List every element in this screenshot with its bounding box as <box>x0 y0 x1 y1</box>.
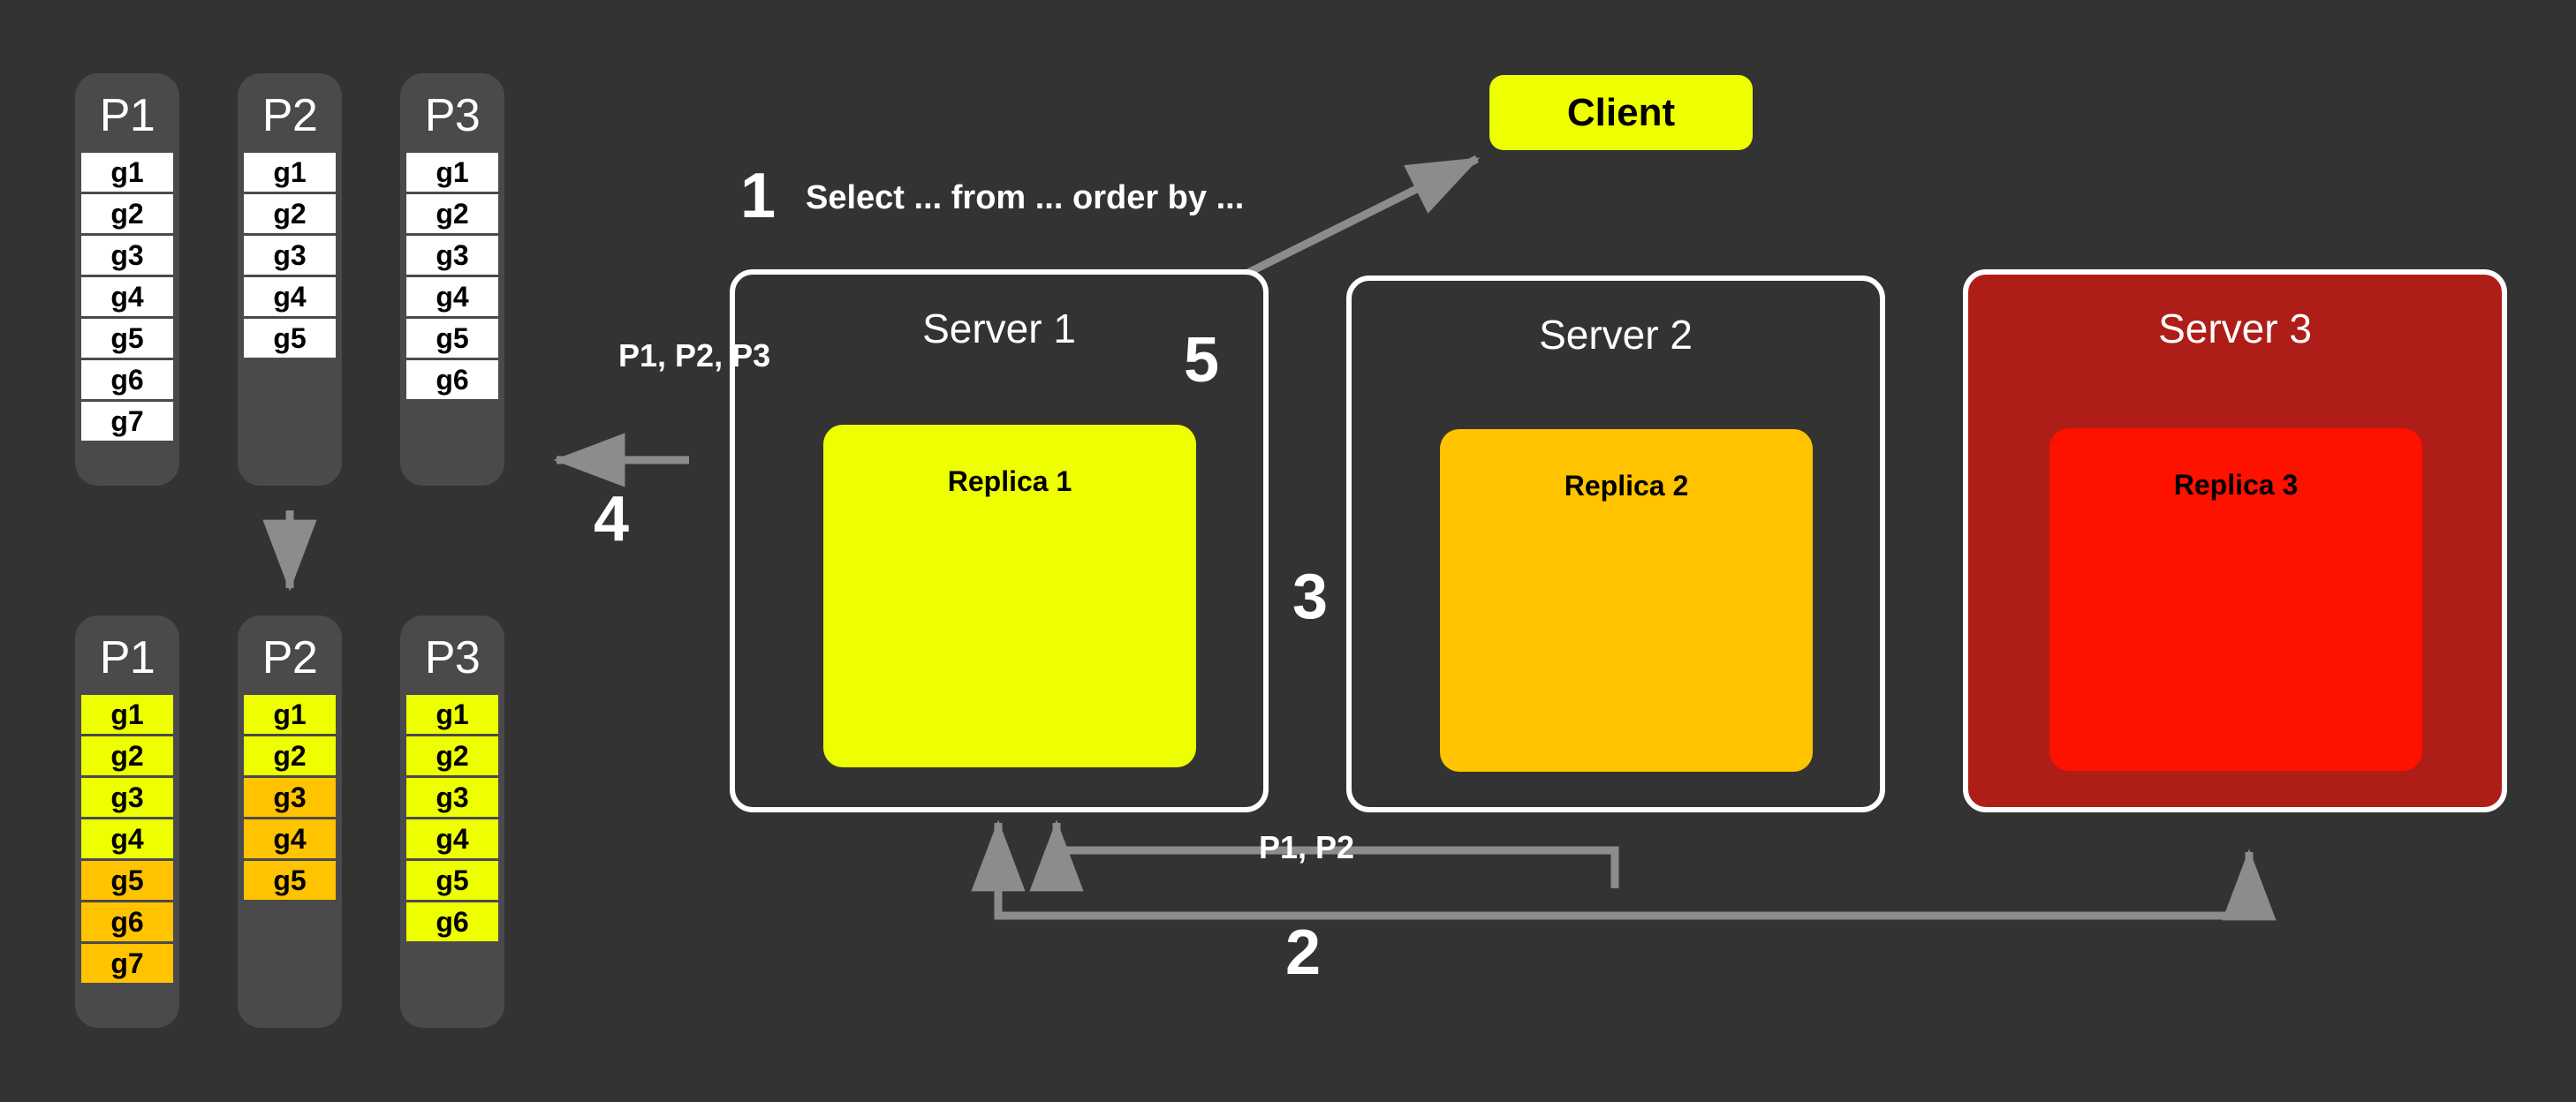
tile-stack: g1 g2 g3 g4 g5 g6 <box>406 153 498 399</box>
tile-stack: g1 g2 g3 g4 g5 <box>244 695 336 900</box>
tile: g2 <box>406 736 498 775</box>
server-title: Server 1 <box>922 306 1076 351</box>
tile: g5 <box>244 319 336 358</box>
tile: g6 <box>81 902 173 941</box>
tile: g1 <box>244 153 336 192</box>
tile-stack: g1 g2 g3 g4 g5 <box>244 153 336 358</box>
partition-column-top-p2: P2 g1 g2 g3 g4 g5 <box>238 73 342 486</box>
query-label: Select ... from ... order by ... <box>806 179 1245 216</box>
tile: g1 <box>81 695 173 734</box>
server-box-3[interactable]: Server 3 Replica 3 <box>1963 269 2507 812</box>
all-partitions-label: P1, P2, P3 <box>618 337 771 374</box>
tile: g2 <box>81 736 173 775</box>
tile: g4 <box>244 277 336 316</box>
tile: g3 <box>244 778 336 817</box>
arrow-server3-to-server1 <box>971 819 2254 920</box>
tile: g2 <box>244 194 336 233</box>
step-number-2: 2 <box>1285 917 1322 988</box>
tile: g1 <box>406 695 498 734</box>
partition-column-bottom-p3: P3 g1 g2 g3 g4 g5 g6 <box>400 615 504 1028</box>
tile: g2 <box>406 194 498 233</box>
partition-title: P3 <box>424 632 481 683</box>
partition-title: P3 <box>424 90 481 141</box>
replica-box-3[interactable]: Replica 3 <box>2049 428 2422 771</box>
tile: g4 <box>81 819 173 858</box>
replica-box-1[interactable]: Replica 1 <box>823 425 1196 767</box>
step-number-5: 5 <box>1184 325 1220 396</box>
tile: g5 <box>244 861 336 900</box>
tile-stack: g1 g2 g3 g4 g5 g6 g7 <box>81 695 173 983</box>
replica-label: Replica 1 <box>947 465 1072 497</box>
tile: g4 <box>406 819 498 858</box>
tile: g2 <box>244 736 336 775</box>
client-label: Client <box>1566 90 1676 134</box>
partition-title: P1 <box>99 90 155 141</box>
client-box[interactable]: Client <box>1489 75 1753 150</box>
server-title: Server 2 <box>1539 312 1693 358</box>
replica-label: Replica 2 <box>1564 470 1689 502</box>
tile: g4 <box>81 277 173 316</box>
partition-title: P2 <box>261 632 318 683</box>
remote-partitions-label: P1, P2 <box>1259 829 1355 865</box>
tile: g1 <box>244 695 336 734</box>
server-box-2[interactable]: Server 2 Replica 2 <box>1346 276 1885 812</box>
partition-title: P2 <box>261 90 318 141</box>
server-title: Server 3 <box>2158 306 2312 351</box>
tile: g6 <box>406 360 498 399</box>
step-number-3: 3 <box>1292 562 1329 632</box>
partition-column-top-p3: P3 g1 g2 g3 g4 g5 g6 <box>400 73 504 486</box>
tile: g1 <box>81 153 173 192</box>
tile-stack: g1 g2 g3 g4 g5 g6 g7 <box>81 153 173 441</box>
tile-stack: g1 g2 g3 g4 g5 g6 <box>406 695 498 941</box>
tile: g5 <box>406 319 498 358</box>
tile: g4 <box>406 277 498 316</box>
tile: g2 <box>81 194 173 233</box>
tile: g3 <box>81 778 173 817</box>
tile: g1 <box>406 153 498 192</box>
tile: g3 <box>81 236 173 275</box>
tile: g6 <box>81 360 173 399</box>
tile: g5 <box>81 319 173 358</box>
step-number-4: 4 <box>594 484 630 555</box>
tile: g6 <box>406 902 498 941</box>
tile: g3 <box>406 778 498 817</box>
tile: g3 <box>244 236 336 275</box>
tile: g7 <box>81 402 173 441</box>
partition-title: P1 <box>99 632 155 683</box>
tile: g7 <box>81 944 173 983</box>
partition-column-top-p1: P1 g1 g2 g3 g4 g5 g6 g7 <box>75 73 179 486</box>
tile: g3 <box>406 236 498 275</box>
tile: g5 <box>406 861 498 900</box>
partition-column-bottom-p2: P2 g1 g2 g3 g4 g5 <box>238 615 342 1028</box>
partition-column-bottom-p1: P1 g1 g2 g3 g4 g5 g6 g7 <box>75 615 179 1028</box>
step-number-1: 1 <box>740 161 777 231</box>
server-box-1[interactable]: Server 1 Replica 1 <box>730 269 1269 812</box>
replica-label: Replica 3 <box>2173 469 2299 501</box>
tile: g5 <box>81 861 173 900</box>
replica-box-2[interactable]: Replica 2 <box>1440 429 1813 772</box>
tile: g4 <box>244 819 336 858</box>
